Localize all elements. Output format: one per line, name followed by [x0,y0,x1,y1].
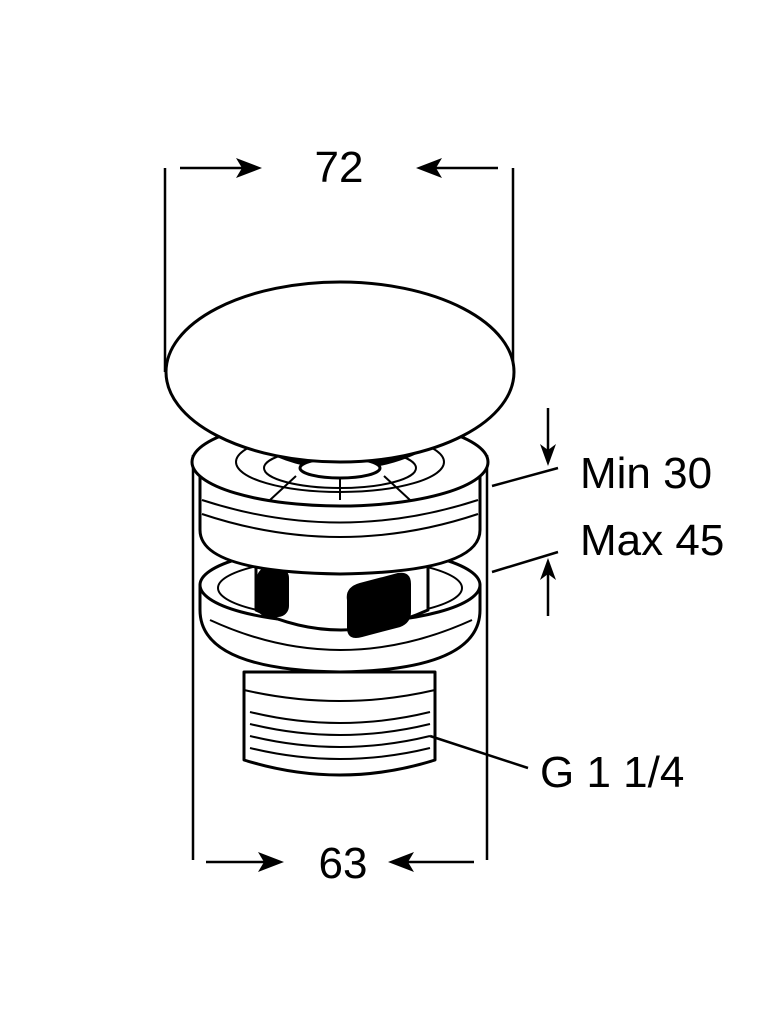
label-top-width: 72 [315,143,364,192]
arrow-right-icon [180,158,262,178]
label-bottom-width: 63 [319,839,368,888]
slot-right [346,572,411,638]
dimension-top-width: 72 [163,143,515,372]
arrow-up-icon [540,558,556,616]
leader-line-thread [429,734,529,770]
popup-cap [164,280,516,464]
dimension-depth: Min 30 Max 45 [491,408,724,616]
threaded-tail [242,670,437,777]
slot-left [257,567,289,617]
leader-line-min [491,466,559,488]
arrow-left-icon [416,158,498,178]
label-thread: G 1 1/4 [540,748,684,797]
arrow-left-icon [388,852,474,872]
arrow-right-icon [206,852,284,872]
dimension-bottom-width: 63 [191,455,489,888]
label-max-depth: Max 45 [580,516,724,565]
thread-callout: G 1 1/4 [429,734,684,797]
drain-assembly [164,280,516,777]
leader-line-max [491,550,559,574]
arrow-down-icon [540,408,556,466]
label-min-depth: Min 30 [580,449,712,498]
